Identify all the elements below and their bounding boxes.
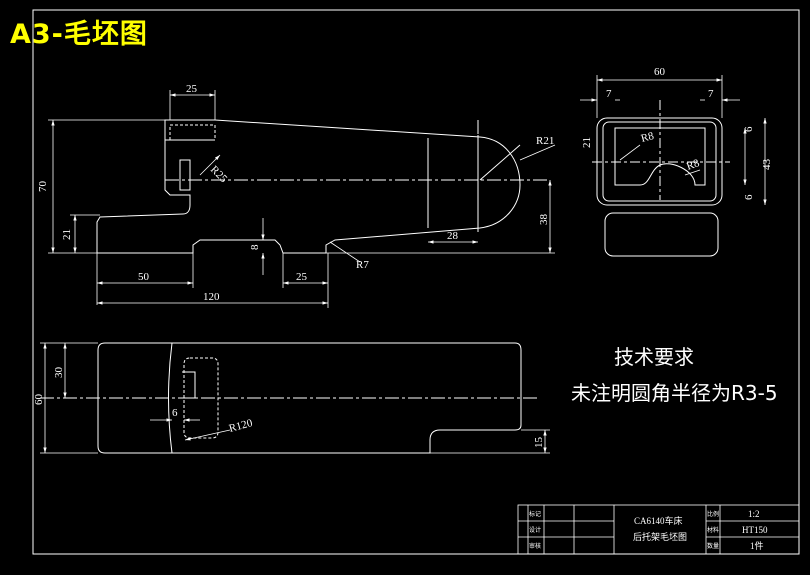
title-block-text: 标记 设计 审核 CA6140车床 后托架毛坯图 比例 1:2 材料 HT150… <box>529 509 768 551</box>
drawing-frame <box>32 9 800 555</box>
dim-60-side: 60 <box>654 66 666 78</box>
dim-r25: R25 <box>208 164 230 186</box>
side-view-base <box>604 212 719 257</box>
title-block-label-2: 设计 <box>529 526 541 534</box>
dim-43: 43 <box>761 159 773 171</box>
front-view <box>96 119 550 254</box>
dim-6-top-view: 6 <box>172 407 178 419</box>
front-view-dim-labels: 25 70 21 50 120 8 25 28 38 R21 R25 R7 <box>37 83 554 303</box>
side-view <box>592 100 730 257</box>
top-view-outline <box>97 342 522 454</box>
side-view-dimensions <box>580 75 767 205</box>
dim-8: 8 <box>249 244 261 250</box>
scale-value: 1:2 <box>748 509 760 519</box>
side-view-dim-labels: 60 7 7 21 6 43 6 R8 R8 <box>581 66 773 200</box>
qty-label: 数量 <box>707 542 719 550</box>
scale-label: 比例 <box>707 510 719 518</box>
top-view <box>40 342 540 454</box>
dim-7-left: 7 <box>606 88 612 100</box>
dim-28: 28 <box>447 230 459 242</box>
top-view-dimensions <box>40 342 550 454</box>
dim-21: 21 <box>61 229 73 240</box>
requirements-heading: 技术要求 <box>614 345 694 369</box>
title-block-label-3: 审核 <box>529 542 541 550</box>
dim-21-side: 21 <box>581 137 593 148</box>
dim-r8-a: R8 <box>640 130 656 145</box>
dim-r21: R21 <box>536 135 554 147</box>
material-label: 材料 <box>707 526 719 534</box>
dim-60-top: 60 <box>33 394 45 406</box>
top-view-dim-labels: 60 30 6 15 R120 <box>33 367 545 449</box>
part-name-line1: CA6140车床 <box>634 515 683 526</box>
top-view-pocket <box>183 357 219 439</box>
dim-25-bottom: 25 <box>296 271 308 283</box>
dim-7-right: 7 <box>708 88 714 100</box>
title-block <box>517 504 800 555</box>
dim-r8-b: R8 <box>685 157 702 173</box>
front-view-cavity <box>169 124 216 141</box>
part-name-line2: 后托架毛坯图 <box>633 531 687 542</box>
dim-r120: R120 <box>228 417 255 435</box>
front-view-dimensions <box>48 90 556 308</box>
dim-6-bottom: 6 <box>743 194 755 200</box>
dim-70: 70 <box>37 181 49 193</box>
dim-15: 15 <box>533 437 545 449</box>
dim-50: 50 <box>138 271 150 283</box>
dim-38: 38 <box>538 214 550 226</box>
material-value: HT150 <box>742 525 768 535</box>
title-block-label-1: 标记 <box>529 510 541 518</box>
qty-value: 1件 <box>750 540 764 551</box>
dim-30: 30 <box>53 367 65 379</box>
dim-25-top: 25 <box>186 83 198 95</box>
dim-120: 120 <box>203 291 220 303</box>
dim-6-top: 6 <box>743 126 755 132</box>
dim-r7: R7 <box>356 259 369 271</box>
requirements-line1: 未注明圆角半径为R3-5 <box>571 381 778 405</box>
